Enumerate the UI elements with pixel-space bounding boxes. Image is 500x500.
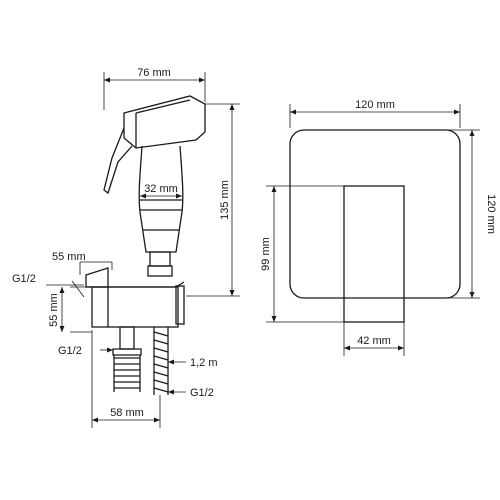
label-base-width: 58 mm	[110, 407, 144, 419]
shower-head	[103, 95, 206, 195]
dimension-135mm: 135 mm	[186, 103, 240, 297]
dimension-g12-hose: G1/2	[168, 387, 214, 399]
label-bracket-height: 55 mm	[48, 293, 60, 327]
label-hose-thread: G1/2	[190, 387, 214, 399]
dimension-55mm-height: 55 mm	[48, 286, 92, 333]
label-holder-width: 42 mm	[357, 335, 391, 347]
handle-neck	[147, 251, 173, 277]
dimension-hose-length: 1,2 m	[168, 357, 218, 369]
wall-bracket	[85, 267, 185, 328]
dimension-55mm-width: 55 mm	[52, 251, 113, 275]
trigger-lever	[103, 127, 133, 195]
label-bracket-width: 55 mm	[52, 251, 86, 263]
dimension-g12-bracket: G1/2	[12, 273, 85, 298]
label-inlet-thread: G1/2	[58, 345, 82, 357]
hose	[153, 327, 169, 395]
dimension-42mm: 42 mm	[343, 322, 405, 356]
label-plate-width: 120 mm	[355, 99, 395, 111]
dimension-g12-inlet: G1/2	[58, 345, 113, 357]
dimension-32mm: 32 mm	[140, 183, 182, 199]
label-plate-height: 120 mm	[485, 194, 497, 234]
inlet-connector	[112, 326, 142, 392]
label-height: 135 mm	[219, 180, 231, 220]
holder-block	[343, 185, 405, 323]
label-holder-height: 99 mm	[260, 237, 272, 271]
label-width-top: 76 mm	[137, 67, 171, 79]
dimension-99mm: 99 mm	[260, 185, 344, 323]
label-hose-length: 1,2 m	[190, 357, 218, 369]
label-handle-diameter: 32 mm	[144, 183, 178, 195]
dimension-120mm-width: 120 mm	[289, 99, 461, 128]
wall-plate	[289, 129, 461, 299]
label-bracket-thread: G1/2	[12, 273, 36, 285]
dimension-120mm-height: 120 mm	[446, 129, 497, 299]
dimension-76mm: 76 mm	[103, 67, 206, 110]
handle-body	[138, 145, 184, 253]
dimension-58mm: 58 mm	[91, 330, 161, 428]
